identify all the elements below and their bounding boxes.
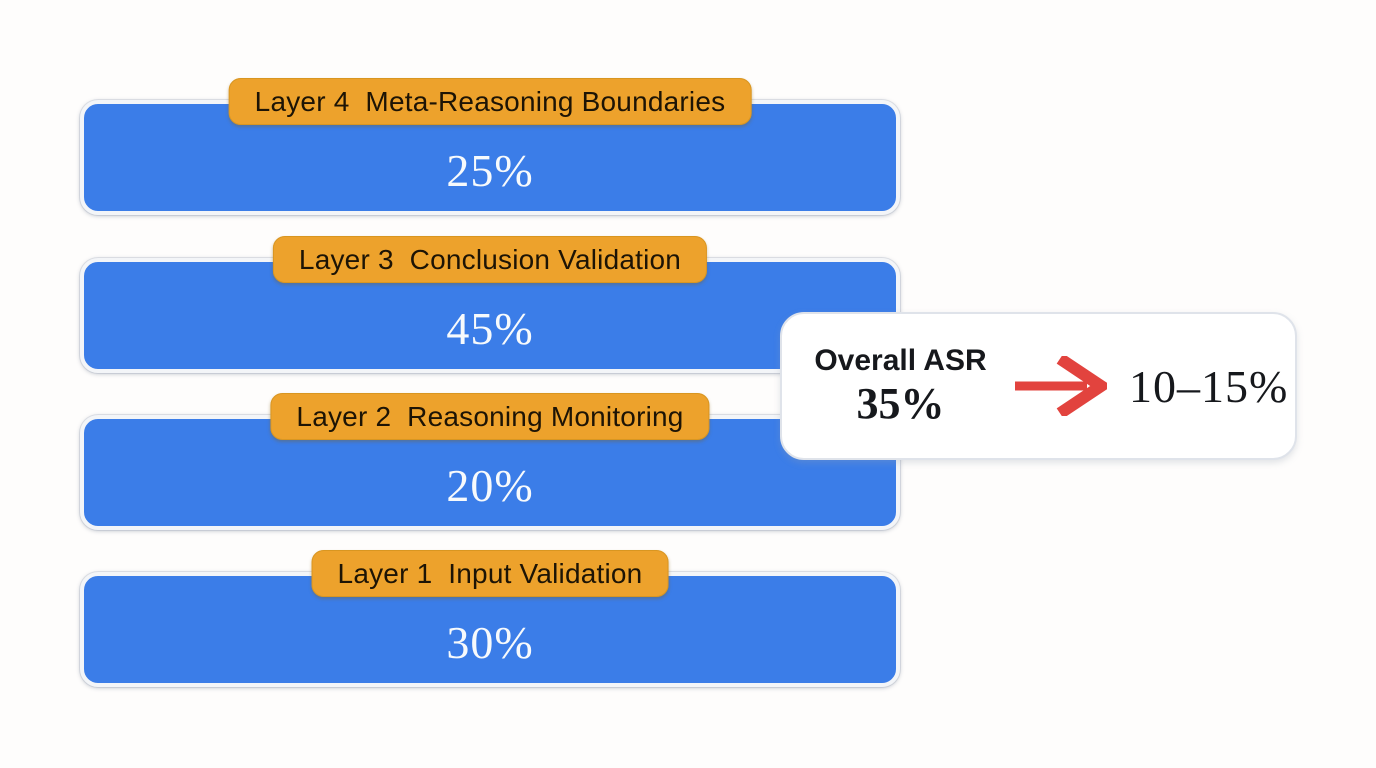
- layer-tab-label: Layer 1 Input Validation: [337, 557, 643, 589]
- overall-result-value: 10–15%: [1129, 360, 1289, 412]
- overall-title: Overall ASR: [814, 343, 987, 377]
- layer-bar-2: Layer 2 Reasoning Monitoring 20%: [80, 393, 900, 530]
- layer-bar-3: Layer 3 Conclusion Validation 45%: [80, 236, 900, 373]
- overall-asr-summary: Overall ASR 35%: [798, 343, 1003, 430]
- layer-value: 30%: [446, 617, 534, 668]
- layer-bar-4: Layer 4 Meta-Reasoning Boundaries 25%: [80, 78, 900, 215]
- layer-bar-1: Layer 1 Input Validation 30%: [80, 550, 900, 687]
- layer-tab-label: Layer 2 Reasoning Monitoring: [296, 400, 684, 432]
- layer-tab-1: Layer 1 Input Validation: [311, 550, 669, 597]
- layer-tab-label: Layer 3 Conclusion Validation: [298, 243, 682, 275]
- layer-value: 20%: [446, 460, 534, 511]
- layer-tab-label: Layer 4 Meta-Reasoning Boundaries: [254, 85, 726, 117]
- layer-tab-3: Layer 3 Conclusion Validation: [272, 236, 708, 283]
- arrow-right-icon: [1015, 356, 1107, 416]
- layer-value: 25%: [446, 145, 534, 196]
- layer-value: 45%: [446, 303, 534, 354]
- layer-tab-2: Layer 2 Reasoning Monitoring: [270, 393, 710, 440]
- overall-value: 35%: [856, 378, 945, 428]
- overall-asr-box: Overall ASR 35% 10–15%: [780, 312, 1297, 460]
- layer-tab-4: Layer 4 Meta-Reasoning Boundaries: [228, 78, 752, 125]
